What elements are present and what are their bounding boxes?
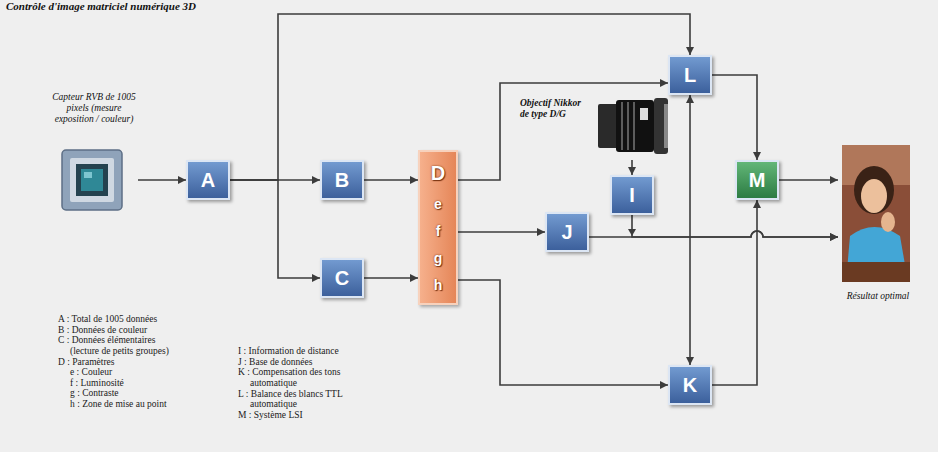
parameter-box: Defgh (418, 150, 458, 305)
process-box: K (668, 365, 712, 405)
box-letter: M (749, 169, 766, 192)
figure-caption: Capteur RVB de 1005 pixels (mesure expos… (50, 92, 138, 125)
process-box: L (668, 55, 712, 95)
result-figure: Résultat optimal (838, 140, 918, 302)
process-box: C (320, 258, 364, 298)
key-entry: C : Données élémentaires (lecture de pet… (58, 335, 176, 356)
key-entry: g : Contraste (70, 388, 176, 399)
key-entry: I : Information de distance (238, 346, 353, 357)
box-letter: A (201, 169, 215, 192)
box-letter: B (335, 169, 349, 192)
legend-column: A : Total de 1005 donnéesB : Données de … (58, 314, 176, 410)
key-entry: L : Balance des blancs TTL automatique (238, 389, 353, 410)
connector-arrow (230, 180, 320, 278)
box-letter: g (434, 250, 443, 266)
box-letter: C (335, 267, 349, 290)
process-box: B (320, 160, 364, 200)
lsi-box: M (735, 160, 779, 200)
connector-arrow (458, 231, 545, 233)
connector-arrow (631, 160, 633, 175)
connector-arrow (632, 215, 838, 237)
process-box: J (545, 212, 589, 252)
key-entry: K : Compensation des tons automatique (238, 367, 353, 388)
key-entry: J : Base de données (238, 357, 353, 368)
connector-arrow (689, 95, 691, 365)
box-letter: f (436, 223, 441, 239)
connector-arrow (779, 179, 838, 181)
figure-caption: Objectif Nikkor de type D/G (520, 98, 592, 120)
box-letter: h (434, 277, 443, 293)
lens-illustration (598, 98, 668, 154)
key-entry: D : Paramètres (58, 357, 176, 368)
connector-arrow (138, 179, 186, 181)
key-entry: B : Données de couleur (58, 325, 176, 336)
connector-arrow (364, 277, 418, 279)
diagram-title: Contrôle d'image matriciel numérique 3D (6, 0, 196, 12)
key-entry: M : Système LSI (238, 410, 353, 421)
lens-figure: Objectif Nikkor de type D/G (520, 98, 672, 160)
box-letter: J (561, 221, 572, 244)
key-entry: e : Couleur (70, 367, 176, 378)
key-entry: f : Luminosité (70, 378, 176, 389)
connector-arrow (458, 83, 668, 180)
connector-arrow (458, 280, 668, 385)
box-letter: e (434, 196, 442, 212)
connector-arrow (589, 231, 838, 237)
sensor-figure: Capteur RVB de 1005 pixels (mesure expos… (50, 92, 138, 214)
box-letter: I (629, 184, 635, 207)
process-box: A (186, 160, 230, 200)
sensor-illustration (62, 150, 122, 210)
connector-arrow (364, 179, 418, 181)
result-photo (842, 145, 910, 282)
connector-arrow (230, 14, 690, 180)
legend-column: I : Information de distanceJ : Base de d… (238, 346, 353, 420)
key-entry: h : Zone de mise au point (70, 399, 176, 410)
box-letter: D (431, 162, 445, 185)
connector-arrow (712, 75, 757, 160)
box-letter: K (683, 374, 697, 397)
figure-caption: Résultat optimal (838, 291, 918, 302)
process-box: I (610, 175, 654, 215)
box-letter: L (684, 64, 696, 87)
key-entry: A : Total de 1005 données (58, 314, 176, 325)
connector-arrow (712, 200, 757, 385)
